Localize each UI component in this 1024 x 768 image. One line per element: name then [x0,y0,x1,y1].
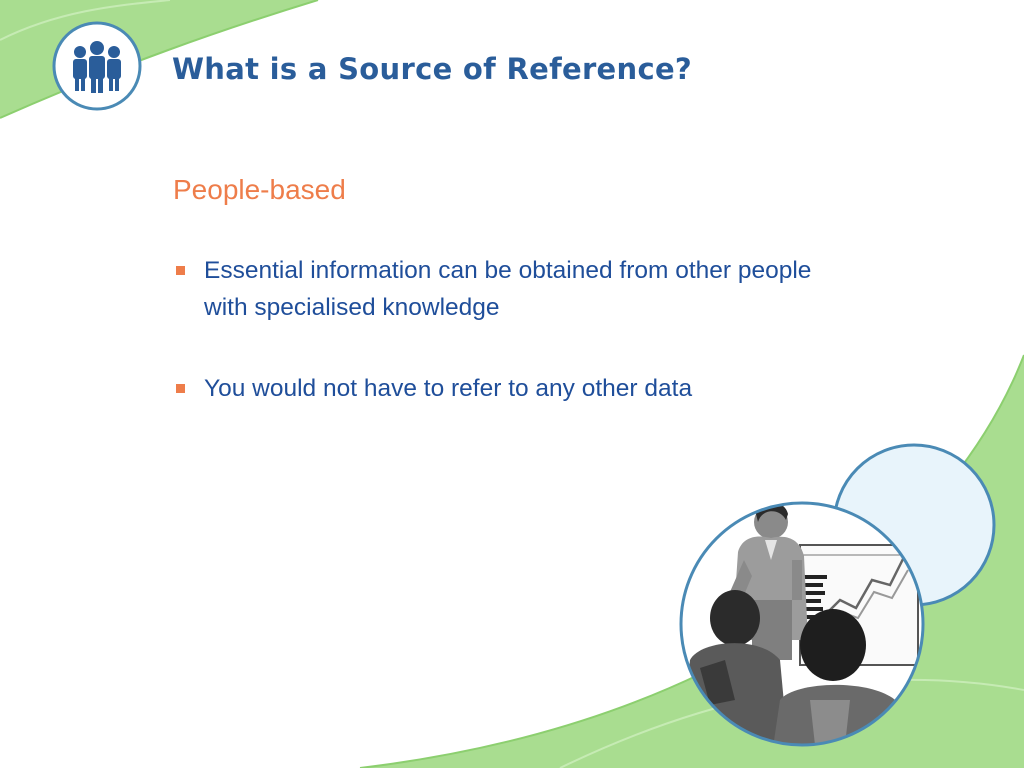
bullet-item: You would not have to refer to any other… [173,370,813,407]
bullet-text: Essential information can be obtained fr… [204,257,812,321]
presenter-with-chart-illustration [679,501,925,747]
square-bullet-icon [176,384,185,393]
square-bullet-icon [176,266,185,275]
bullet-text: You would not have to refer to any other… [204,375,693,402]
top-green-band-line [0,0,319,119]
slide-title: What is a Source of Reference? [172,52,693,86]
swirl-line [0,0,171,41]
bullet-item: Essential information can be obtained fr… [173,252,813,326]
subheading: People-based [173,174,346,205]
people-group-icon [52,21,142,111]
bullet-list: Essential information can be obtained fr… [173,252,813,451]
